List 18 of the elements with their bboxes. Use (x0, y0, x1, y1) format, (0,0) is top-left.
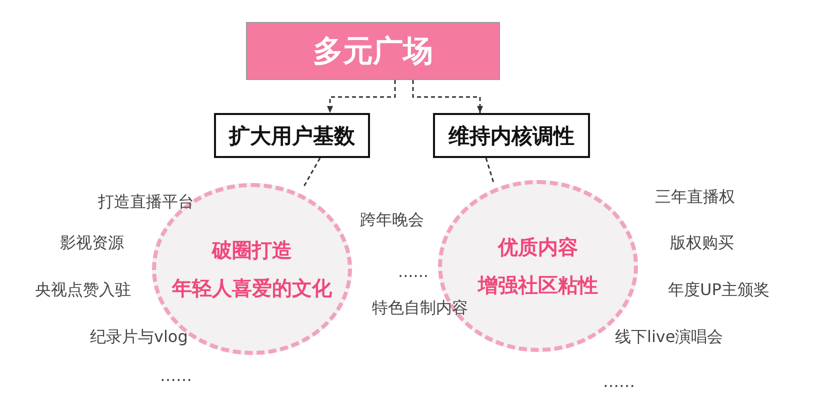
item-label: ...... (398, 262, 429, 281)
title-box: 多元广场 (246, 22, 500, 80)
item-label: 版权购买 (670, 233, 734, 254)
arrow (327, 80, 396, 113)
item-label: …… (160, 366, 192, 385)
item-label: 央视点赞入驻 (35, 280, 131, 301)
item-label: 跨年晚会 (360, 210, 424, 231)
item-label: 打造直播平台 (98, 192, 194, 213)
category-box: 维持内核调性 (433, 113, 590, 158)
item-label: 特色自制内容 (372, 298, 468, 319)
item-label: 三年直播权 (655, 187, 735, 208)
item-label: 年度UP主颁奖 (668, 280, 770, 301)
category-box: 扩大用户基数 (214, 113, 370, 158)
item-label: 线下live演唱会 (615, 327, 724, 348)
item-label: 影视资源 (60, 233, 124, 254)
arrow (412, 80, 483, 113)
item-label: 纪录片与vlog (90, 327, 188, 348)
item-label: …… (603, 372, 635, 391)
